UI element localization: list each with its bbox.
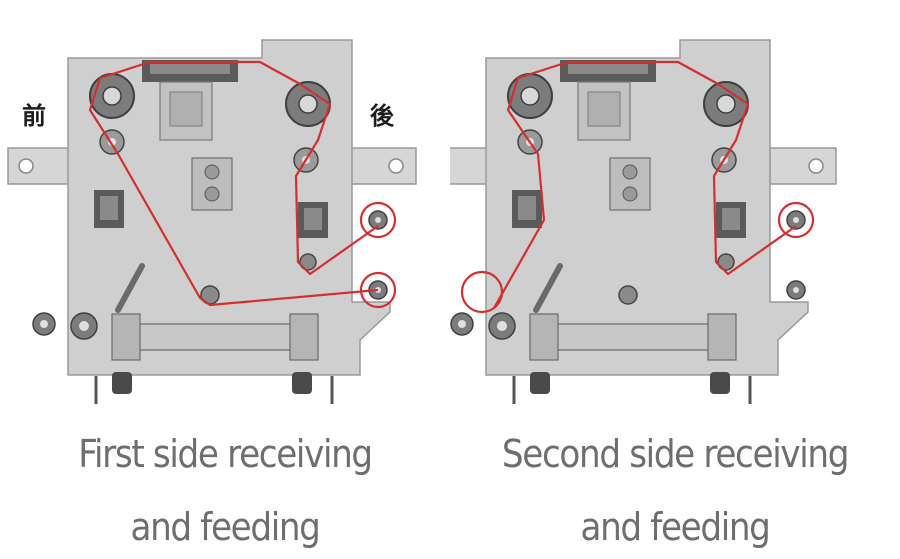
mount-block-hole-bottom bbox=[622, 186, 638, 202]
center-housing-inner bbox=[169, 91, 203, 127]
web-path bbox=[493, 60, 797, 309]
infeed-rollers bbox=[450, 312, 516, 340]
label-front: 前 bbox=[22, 102, 46, 130]
foot-left bbox=[112, 372, 132, 394]
diagonal-lever bbox=[533, 263, 563, 313]
foot-right bbox=[292, 372, 312, 394]
caption-first-side-line2: and feeding bbox=[130, 505, 320, 549]
caption-first-side-line1: First side receiving bbox=[78, 432, 373, 476]
mounting-bar-left bbox=[7, 147, 73, 185]
right-actuator-cap bbox=[304, 208, 322, 230]
web-path bbox=[88, 60, 379, 307]
bottom-bracket-left bbox=[529, 313, 559, 361]
machine-diagram-second-side bbox=[450, 39, 837, 404]
mounting-hole-right bbox=[388, 158, 404, 174]
left-actuator-cap bbox=[100, 196, 118, 220]
highlight-circle-infeed bbox=[460, 270, 504, 314]
panel-second-side: Second side receiving and feeding bbox=[450, 0, 900, 559]
bottom-bracket-right bbox=[707, 313, 737, 361]
diagonal-lever bbox=[115, 263, 145, 313]
mount-block-hole-top bbox=[204, 164, 220, 180]
mounting-bar-left bbox=[450, 147, 489, 185]
center-housing-inner bbox=[587, 91, 621, 127]
bottom-bracket-left bbox=[111, 313, 141, 361]
caption-second-side-line1: Second side receiving bbox=[501, 432, 849, 476]
highlight-circle-upper bbox=[359, 201, 397, 239]
highlight-circle-lower bbox=[359, 271, 397, 309]
left-actuator-cap bbox=[518, 196, 536, 220]
mount-block-hole-top bbox=[622, 164, 638, 180]
label-back: 後 bbox=[370, 102, 394, 130]
mounting-bar-right bbox=[349, 147, 417, 185]
bottom-bracket-right bbox=[289, 313, 319, 361]
highlight-circle-upper bbox=[777, 201, 815, 239]
unwind-roller-lower bbox=[786, 280, 806, 300]
roller-top-left bbox=[89, 73, 135, 119]
foot-left bbox=[530, 372, 550, 394]
machine-diagram-first-side bbox=[7, 39, 417, 404]
bottom-cylinder bbox=[551, 323, 723, 351]
mounting-hole-left bbox=[18, 158, 34, 174]
foot-right bbox=[710, 372, 730, 394]
roller-right-lower bbox=[299, 253, 317, 271]
right-actuator-cap bbox=[722, 208, 740, 230]
mount-block-hole-bottom bbox=[204, 186, 220, 202]
unwind-roller-upper bbox=[368, 210, 388, 230]
bottom-cylinder bbox=[133, 323, 305, 351]
top-carriage-rail bbox=[150, 64, 230, 74]
unwind-roller-upper bbox=[786, 210, 806, 230]
top-carriage-rail bbox=[568, 64, 648, 74]
roller-right-lower bbox=[717, 253, 735, 271]
roller-left-guide bbox=[99, 129, 125, 155]
roller-top-left bbox=[507, 73, 553, 119]
roller-bottom-center bbox=[618, 285, 638, 305]
mounting-hole-right bbox=[808, 158, 824, 174]
infeed-rollers bbox=[32, 312, 98, 340]
panel-first-side: 前 後 First side receiving and feeding bbox=[7, 39, 417, 549]
caption-second-side-line2: and feeding bbox=[580, 505, 770, 549]
mounting-bar-right bbox=[769, 147, 837, 185]
